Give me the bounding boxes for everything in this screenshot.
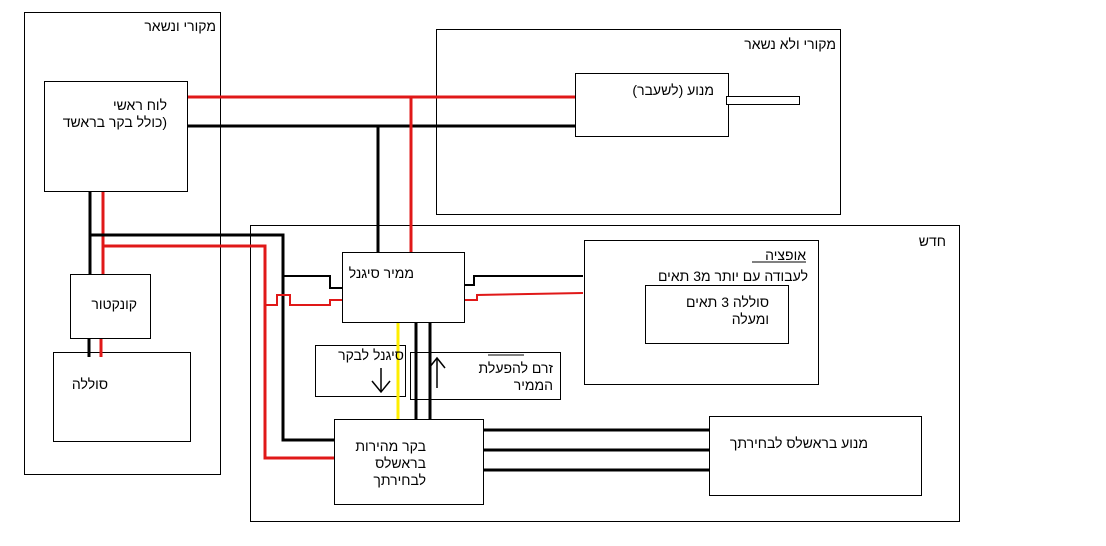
power-bus-to-controller	[103, 244, 334, 460]
motor-shaft	[726, 96, 800, 105]
contactor-box	[70, 274, 151, 339]
current-to-converter-label: זרם להפעלת הממיר	[478, 360, 553, 393]
signal-converter-label: ממיר סיגנל	[348, 265, 414, 281]
contactor-label: קונקטור	[91, 296, 137, 312]
brushless-controller-box	[334, 419, 484, 505]
power-stub-converter-left	[265, 294, 342, 306]
brushless-motor-box	[709, 416, 922, 496]
existing-original-label: מקורי ונשאר	[144, 18, 216, 34]
signal-to-controller-box	[315, 345, 406, 397]
signal-converter-box	[342, 252, 465, 323]
original-motor-label: מנוע (לשעבר)	[632, 82, 714, 98]
ground-bus-to-controller	[90, 233, 334, 442]
option-title-label: אופציה	[765, 247, 806, 263]
original-not-kept-label: מקורי ולא נשאר	[744, 36, 836, 52]
main-board-box	[44, 81, 188, 192]
ground-stub-converter-left	[283, 275, 342, 289]
battery-3-cells-label: סוללה 3 תאים ומעלה	[685, 294, 769, 327]
brushless-controller-label: בקר מהירות בראשלס לבחירתך	[355, 438, 426, 488]
power-converter-to-option	[465, 292, 584, 301]
down-arrow-icon	[371, 368, 391, 394]
ground-converter-to-option	[465, 275, 583, 286]
original-motor-box	[575, 73, 729, 137]
signal-to-controller-label: סיגנל לבקר	[338, 347, 404, 363]
battery-3-cells-box	[645, 285, 789, 344]
option-desc-label: לעבודה עם יותר מ3 תאים	[657, 268, 808, 284]
up-arrow-icon	[428, 356, 446, 388]
brushless-motor-label: מנוע בראשלס לבחירתך	[729, 435, 868, 451]
battery-label: סוללה	[71, 376, 108, 392]
battery-box	[53, 352, 191, 442]
new-section-label: חדש	[918, 233, 946, 249]
main-board-label: לוח ראשי (כולל בקר בראשד	[62, 97, 167, 130]
